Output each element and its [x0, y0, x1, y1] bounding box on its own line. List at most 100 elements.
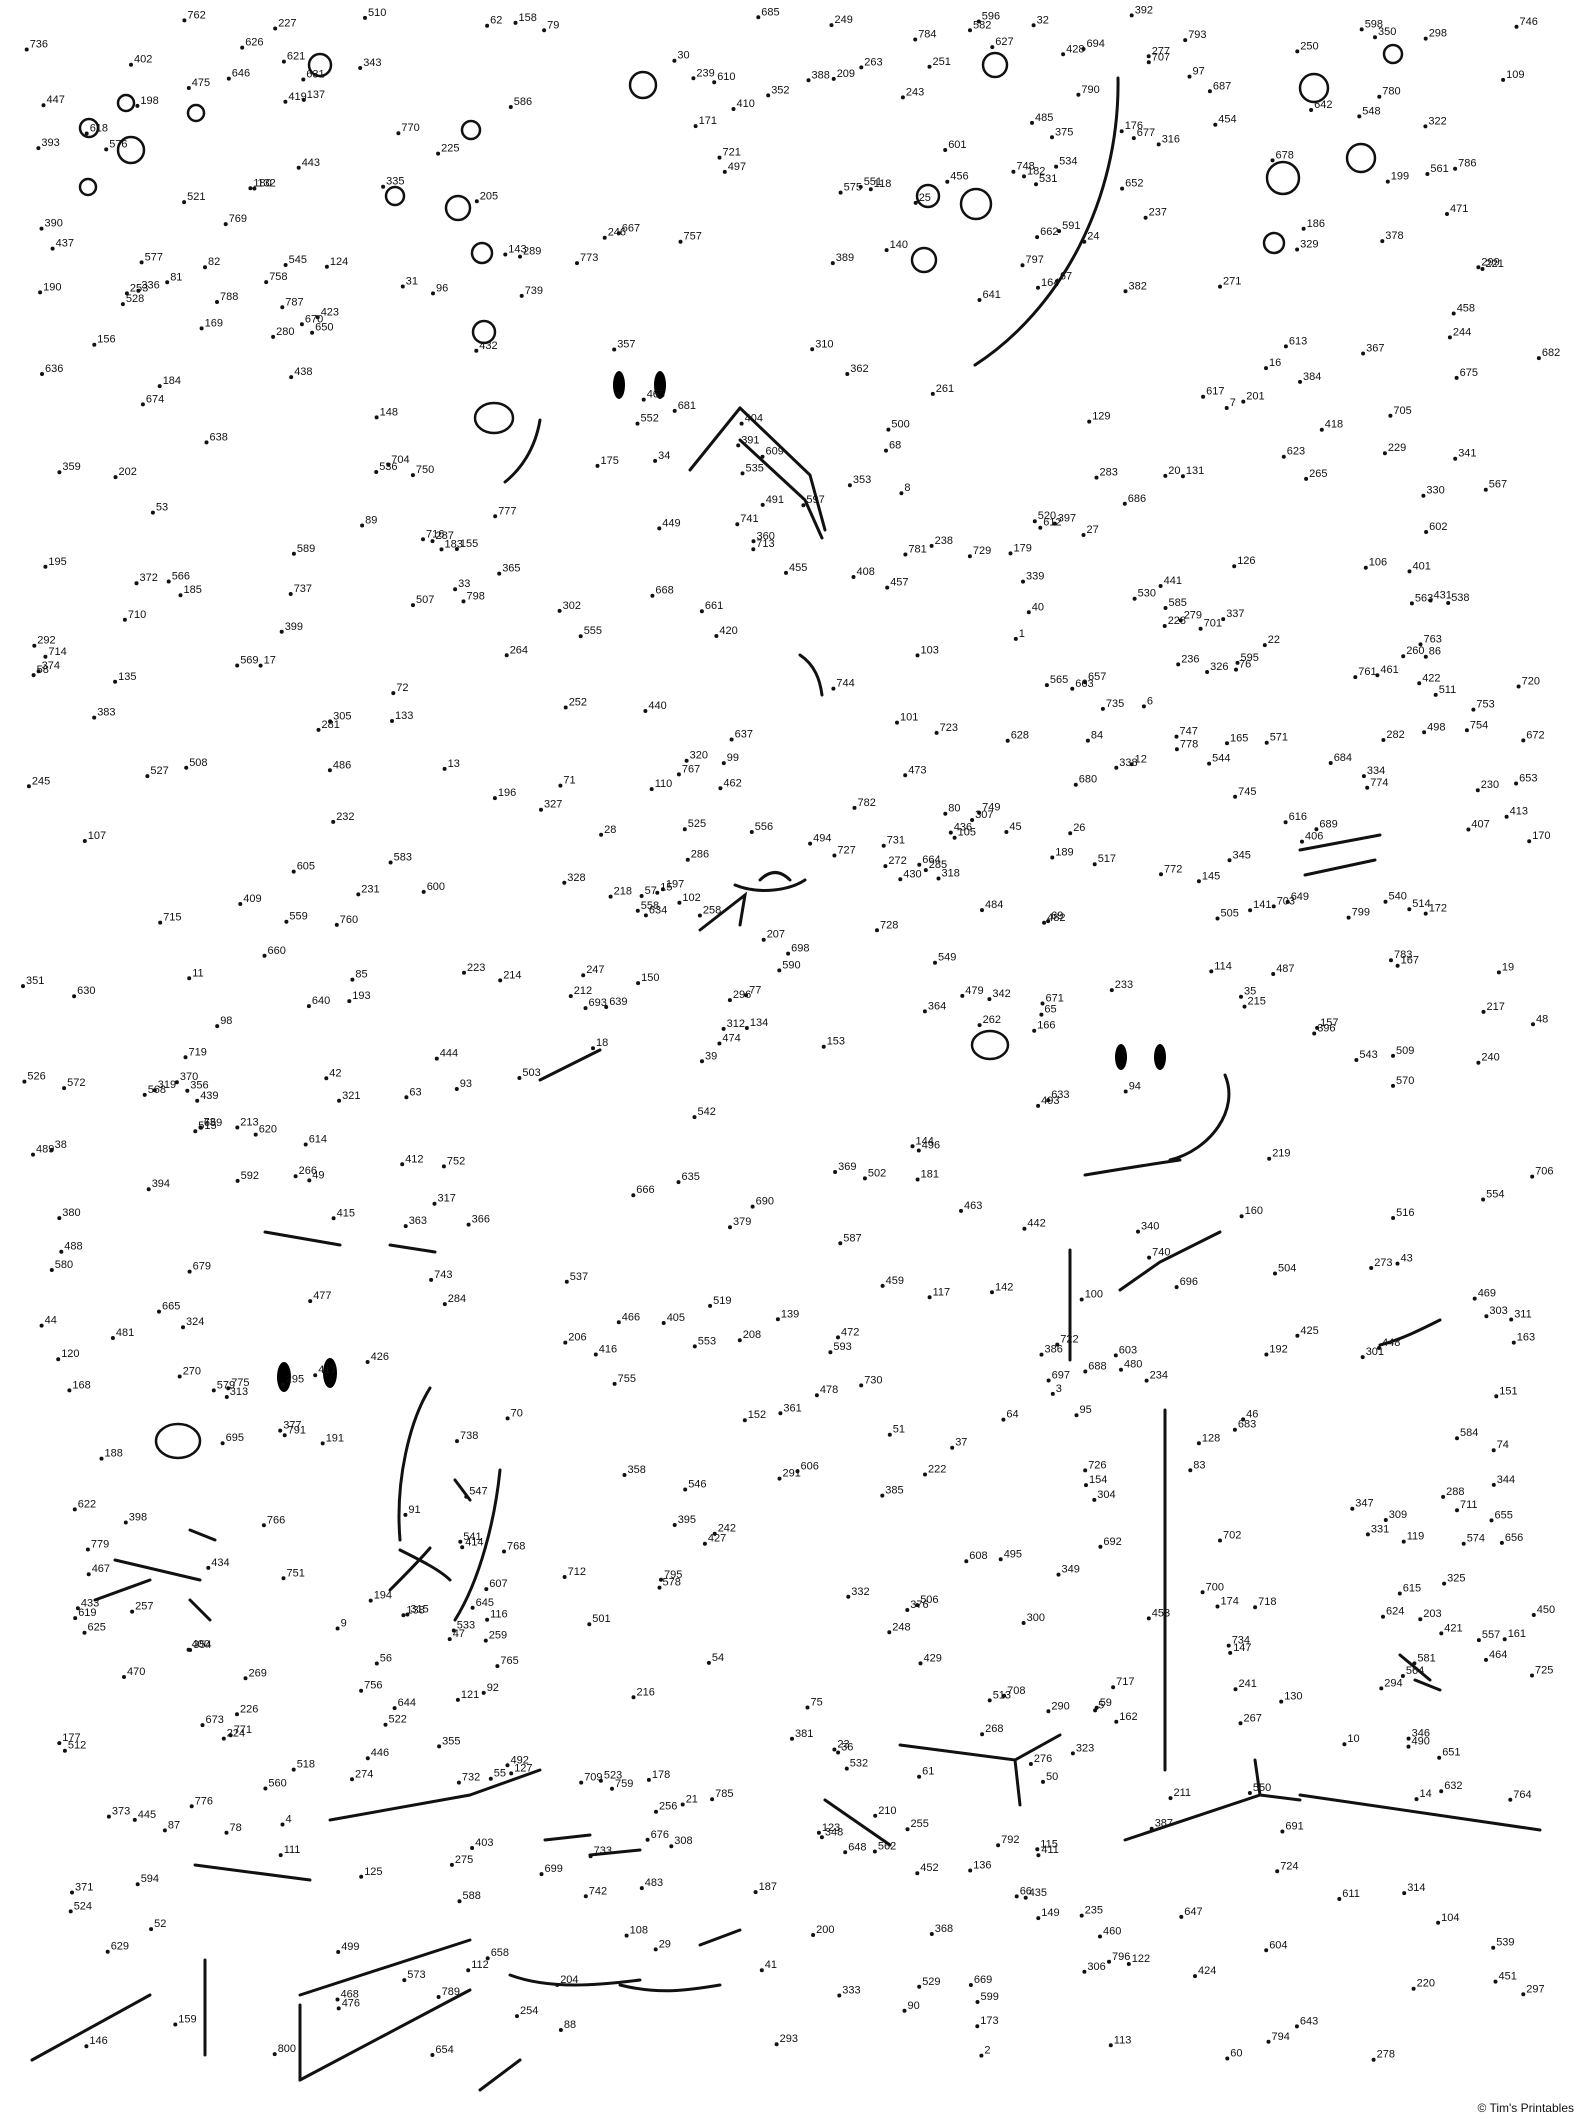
dot-18 [591, 1046, 595, 1051]
dot-246 [602, 235, 607, 240]
dot-219 [1267, 1156, 1272, 1161]
dot-527 [145, 774, 150, 779]
dot-label-364: 364 [928, 1000, 946, 1012]
dot-label-572: 572 [67, 1077, 85, 1089]
dot-457 [885, 585, 890, 590]
dot-726 [1083, 1468, 1088, 1473]
dot-275 [449, 1862, 454, 1867]
dot-label-147: 147 [1233, 1642, 1251, 1654]
dot-440 [643, 709, 648, 713]
dot-label-661: 661 [705, 600, 723, 612]
dot-727 [832, 853, 837, 858]
dot-label-179: 179 [1014, 542, 1032, 554]
dot-label-14: 14 [1420, 1788, 1432, 1800]
dot-550 [1247, 1791, 1252, 1795]
dot-label-111: 111 [284, 1844, 301, 1856]
dot-label-456: 456 [950, 171, 968, 183]
dot-label-241: 241 [1239, 1678, 1257, 1690]
dot-502 [862, 1176, 867, 1181]
dot-715 [158, 920, 163, 925]
dot-label-487: 487 [1276, 963, 1294, 975]
dot-382 [1123, 289, 1128, 294]
dot-178 [646, 1777, 651, 1782]
dot-661 [699, 609, 704, 614]
dot-label-757: 757 [684, 231, 702, 243]
dot-277 [1146, 54, 1151, 59]
dot-label-375: 375 [1055, 126, 1073, 138]
dot-437 [50, 246, 55, 251]
dot-80 [943, 811, 948, 816]
dot-label-581: 581 [1417, 1652, 1435, 1664]
dot-381 [790, 1736, 794, 1741]
dot-label-257: 257 [135, 1601, 153, 1613]
dot-label-794: 794 [1272, 2031, 1290, 2043]
dot-label-279: 279 [1184, 609, 1202, 621]
dot-592 [235, 1178, 240, 1183]
dot-label-489: 489 [36, 1144, 54, 1156]
dot-label-447: 447 [47, 94, 65, 106]
dot-779 [85, 1547, 90, 1552]
dot-label-411: 411 [1041, 1844, 1059, 1856]
dot-label-756: 756 [364, 1680, 382, 1692]
dot-24 [1082, 239, 1087, 244]
dot-label-721: 721 [723, 147, 741, 159]
dot-768 [502, 1549, 506, 1554]
dot-305 [328, 719, 333, 724]
dot-label-748: 748 [1016, 161, 1034, 173]
dot-311 [1509, 1317, 1514, 1322]
dot-751 [281, 1576, 286, 1581]
dot-label-276: 276 [1034, 1753, 1052, 1765]
dot-label-23: 23 [837, 1739, 849, 1751]
dot-label-128: 128 [1202, 1432, 1220, 1444]
dot-97 [1187, 74, 1192, 79]
dot-label-24: 24 [1087, 231, 1099, 243]
dot-679 [187, 1269, 192, 1274]
dot-label-751: 751 [287, 1567, 305, 1579]
dot-254 [515, 2014, 519, 2019]
dot-label-48: 48 [1536, 1013, 1548, 1025]
dot-609 [760, 454, 765, 459]
dot-label-47: 47 [453, 1628, 465, 1640]
dot-label-294: 294 [1384, 1677, 1402, 1689]
dot-781 [903, 552, 908, 557]
dot-label-161: 161 [1508, 1628, 1526, 1640]
dot-567 [1483, 487, 1488, 492]
dot-378 [1380, 239, 1385, 244]
dot-360 [751, 539, 756, 544]
dot-450 [1531, 1613, 1536, 1617]
dot-206 [563, 1340, 568, 1345]
dot-57 [639, 894, 644, 898]
dot-label-196: 196 [498, 787, 516, 799]
dot-label-267: 267 [1244, 1712, 1262, 1724]
dot-label-323: 323 [1076, 1742, 1094, 1754]
dot-label-439: 439 [200, 1090, 218, 1102]
dot-label-623: 623 [1287, 446, 1305, 458]
dot-label-514: 514 [1412, 898, 1430, 910]
dot-label-194: 194 [374, 1590, 392, 1602]
dot-label-706: 706 [1535, 1166, 1553, 1178]
dot-label-124: 124 [330, 256, 348, 268]
dot-label-129: 129 [1092, 411, 1110, 423]
dot-444 [434, 1056, 439, 1061]
dot-label-479: 479 [965, 985, 983, 997]
dot-633 [1046, 1098, 1051, 1103]
dot-label-481: 481 [116, 1327, 134, 1339]
dot-label-265: 265 [1309, 468, 1327, 480]
dot-175 [595, 463, 600, 468]
dot-667 [616, 231, 621, 236]
dot-232 [331, 819, 336, 824]
dot-479 [960, 993, 965, 998]
dot-label-647: 647 [1184, 1906, 1202, 1918]
dot-684 [1328, 761, 1333, 765]
dot-label-737: 737 [294, 583, 312, 595]
dot-label-219: 219 [1272, 1148, 1290, 1160]
dot-label-292: 292 [37, 635, 55, 647]
dot-677 [1131, 136, 1136, 141]
dot-label-598: 598 [1365, 18, 1383, 30]
dot-label-105: 105 [958, 827, 976, 839]
dot-label-784: 784 [918, 29, 936, 41]
dot-63 [404, 1095, 409, 1100]
dot-label-58: 58 [37, 664, 49, 676]
dot-label-731: 731 [887, 835, 905, 847]
dot-label-142: 142 [995, 1281, 1013, 1293]
